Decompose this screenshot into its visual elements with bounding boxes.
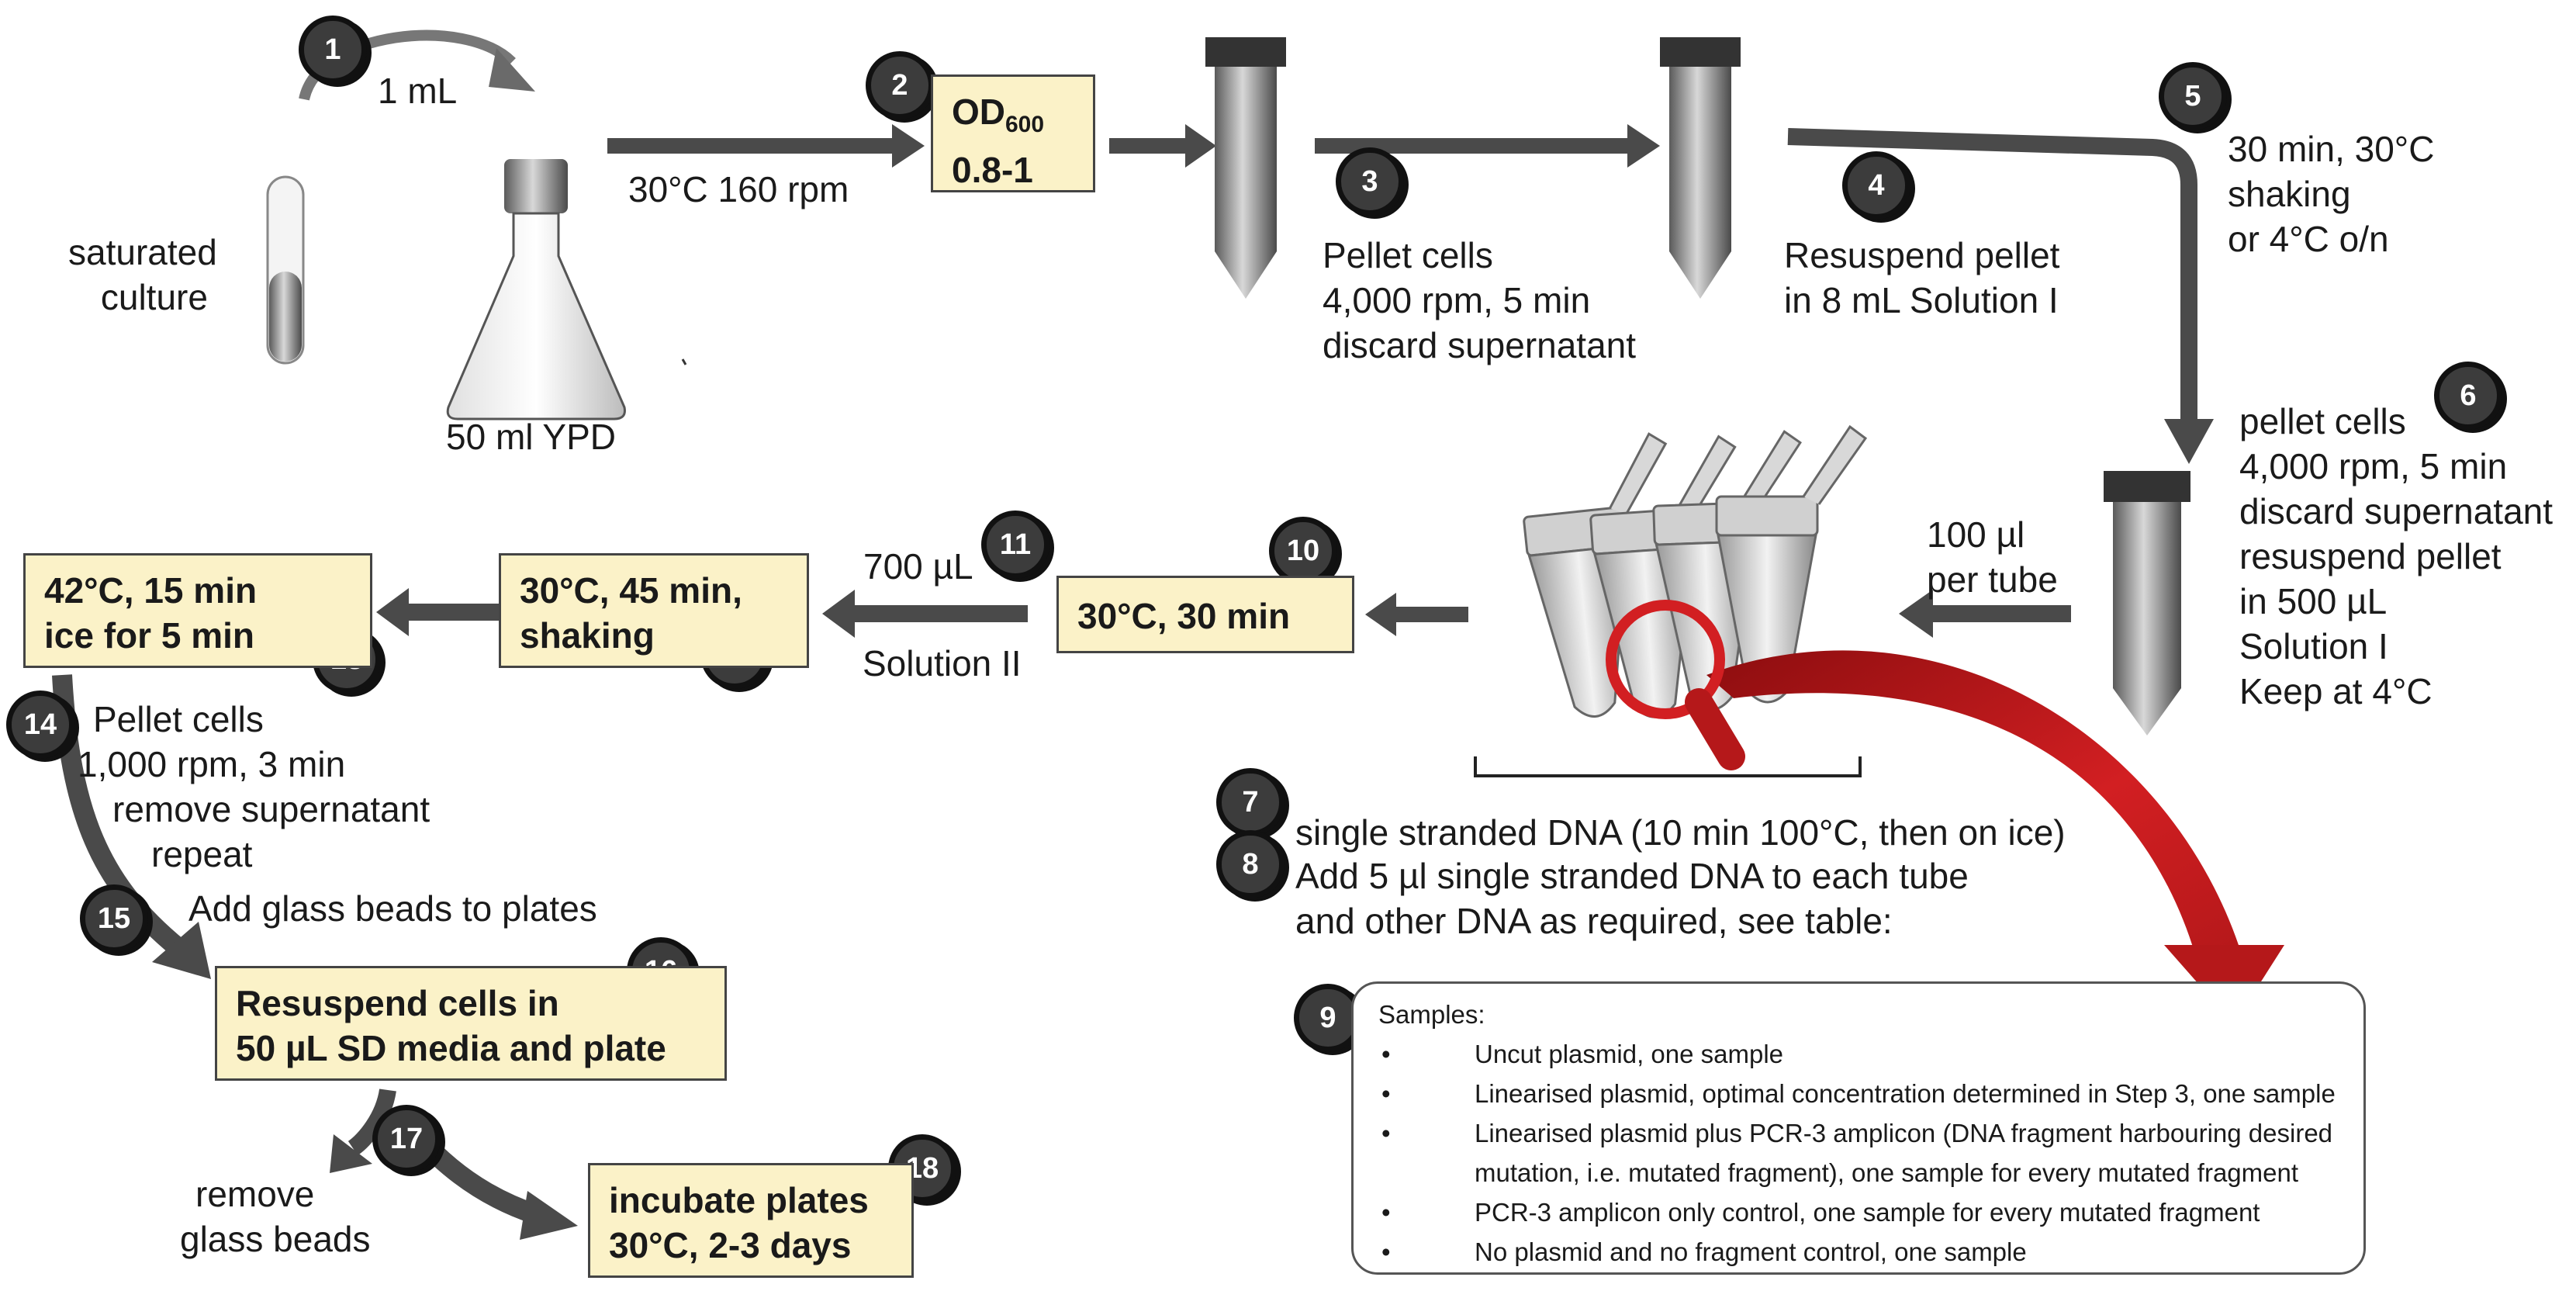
step-10-marker: 10 — [1269, 517, 1337, 585]
pellet-cells-label-3: Pellet cells 1,000 rpm, 3 min remove sup… — [78, 699, 430, 874]
add-dna-label: Add 5 µl single stranded DNA to each tub… — [1295, 856, 1969, 941]
step-3-marker: 3 — [1336, 147, 1404, 216]
step-14-marker: 14 — [6, 690, 74, 759]
arrow-incubate-plates — [411, 1130, 578, 1240]
resuspend-label-1: Resuspend pellet in 8 mL Solution I — [1784, 235, 2060, 320]
step-1-marker: 1 — [299, 16, 367, 84]
flask-label: 50 ml YPD — [446, 417, 617, 457]
falcon-tube-icon-1 — [1205, 37, 1286, 299]
incubation-box-10: 30°C, 30 min — [1056, 576, 1354, 653]
saturated-culture-label: saturated culture — [68, 230, 217, 320]
arrow-to-box12 — [822, 590, 1028, 638]
arrow-pellet — [1315, 124, 1660, 168]
arrow-od-to-tube — [1109, 124, 1216, 168]
tubes-bracket — [1474, 756, 1862, 777]
falcon-tube-icon-2 — [1660, 37, 1741, 299]
list-item: •Linearised plasmid plus PCR-3 amplicon … — [1381, 1119, 2333, 1187]
step-4-marker: 4 — [1842, 151, 1910, 220]
test-tube-icon — [266, 175, 305, 365]
arrow-remove-beads — [330, 1088, 396, 1173]
samples-box: Samples: •Uncut plasmid, one sample •Lin… — [1351, 981, 2366, 1275]
ssdna-label: single stranded DNA (10 min 100°C, then … — [1295, 812, 2066, 853]
transfer-volume-label: 1 mL — [378, 71, 458, 111]
step-8-marker: 8 — [1216, 830, 1285, 898]
incubation-box-12: 30°C, 45 min, shaking — [499, 553, 809, 668]
list-item: •PCR-3 amplicon only control, one sample… — [1381, 1198, 2260, 1227]
arrow-to-box13 — [376, 588, 499, 636]
step-6-marker: 6 — [2434, 362, 2502, 430]
arrow-incubate — [607, 124, 925, 168]
pellet-cells-label-1: Pellet cells 4,000 rpm, 5 min discard su… — [1323, 235, 1637, 365]
resuspend-box-16: Resuspend cells in 50 µL SD media and pl… — [215, 966, 727, 1081]
step-7-marker: 7 — [1216, 768, 1285, 836]
pellet-cells-label-2-head: pellet cells — [2239, 401, 2406, 441]
magnifier-icon — [1606, 600, 1745, 770]
step-11-marker: 11 — [981, 511, 1049, 579]
solution2-volume-label: 700 µL — [863, 546, 973, 587]
od-line: OD600 — [952, 92, 1045, 138]
list-item: •Linearised plasmid, optimal concentrati… — [1381, 1079, 2336, 1108]
pellet-cells-label-2: 4,000 rpm, 5 min discard supernatant res… — [2239, 446, 2554, 711]
od-range: 0.8-1 — [952, 150, 1033, 191]
shaking-label: 30 min, 30°C shaking or 4°C o/n — [2228, 129, 2435, 259]
heat-shock-box-13: 42°C, 15 min ice for 5 min — [23, 553, 372, 668]
glass-beads-label: Add glass beads to plates — [188, 888, 597, 929]
step-15-marker: 15 — [80, 884, 148, 953]
arrow-to-box10 — [1365, 593, 1468, 636]
solution2-label: Solution II — [863, 643, 1022, 684]
list-item: •Uncut plasmid, one sample — [1381, 1040, 1784, 1068]
samples-title: Samples: — [1378, 1000, 1485, 1029]
samples-list: •Uncut plasmid, one sample •Linearised p… — [1378, 1034, 2348, 1272]
step-17-marker: 17 — [372, 1105, 441, 1173]
incubation-label: 30°C 160 rpm — [628, 169, 849, 209]
remove-beads-label: remove glass beads — [180, 1174, 371, 1259]
list-item: •No plasmid and no fragment control, one… — [1381, 1237, 2027, 1266]
od-box: OD600 0.8-1 — [931, 74, 1095, 192]
step-2-marker: 2 — [866, 51, 934, 119]
falcon-tube-icon-3 — [2104, 471, 2190, 735]
culture-line: culture — [100, 277, 208, 317]
step-5-marker: 5 — [2159, 62, 2227, 130]
arrow-resuspend-shake — [1787, 128, 2214, 464]
saturated-line: saturated — [68, 232, 217, 272]
per-tube-label: 100 µl per tube — [1927, 514, 2058, 600]
arrow-aliquot — [1899, 590, 2071, 638]
stray-mark — [681, 358, 687, 365]
incubate-plates-box-18: incubate plates 30°C, 2-3 days — [588, 1163, 914, 1278]
flask-icon — [446, 159, 626, 421]
